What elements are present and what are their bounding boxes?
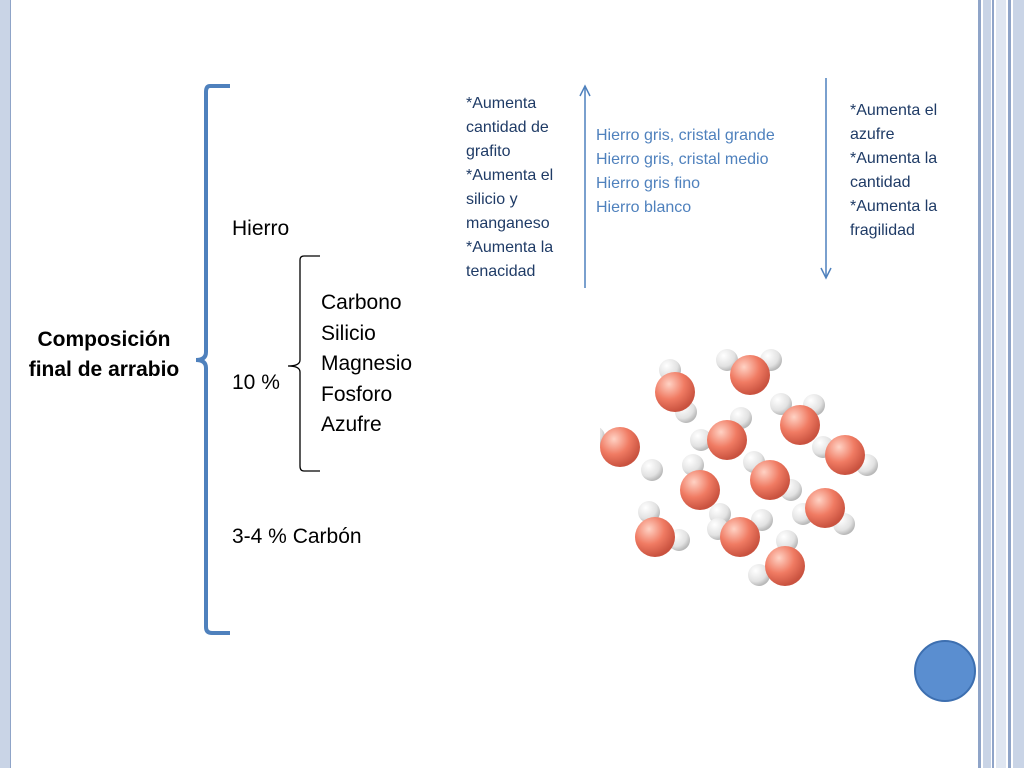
left-note-line: *Aumenta xyxy=(466,95,537,112)
left-note-line: *Aumenta el xyxy=(466,167,554,184)
hydrogen-atom xyxy=(690,429,712,451)
left-note-line: tenacidad xyxy=(466,263,536,280)
element-magnesio: Magnesio xyxy=(321,352,413,375)
oxygen-atom xyxy=(805,488,845,528)
main-label: Composición final de arrabio xyxy=(8,325,200,385)
oxygen-atom xyxy=(730,355,770,395)
oxygen-atom xyxy=(720,517,760,557)
left-note-line: cantidad de xyxy=(466,119,549,136)
right-note-line: cantidad xyxy=(850,174,911,191)
iron-type-item: Hierro gris fino xyxy=(596,175,701,192)
hydrogen-atom xyxy=(770,393,792,415)
left-frame-stripe xyxy=(0,0,11,768)
right-note-line: azufre xyxy=(850,126,895,143)
small-brace xyxy=(287,255,320,472)
element-silicio: Silicio xyxy=(321,321,376,345)
right-notes: *Aumenta el azufre *Aumenta la cantidad … xyxy=(850,99,937,243)
right-note-line: *Aumenta la xyxy=(850,150,938,167)
iron-type-item: Hierro gris, cristal medio xyxy=(596,151,769,168)
right-frame-stripes xyxy=(978,0,1024,768)
molecules-icon xyxy=(600,349,878,586)
left-note-line: grafito xyxy=(466,143,511,160)
left-note-line: silicio y xyxy=(466,191,518,208)
left-note-line: *Aumenta la xyxy=(466,239,554,256)
element-fosforo: Fosforo xyxy=(321,382,393,406)
hydrogen-atom xyxy=(748,564,770,586)
hierro-label: Hierro xyxy=(232,217,290,240)
main-brace xyxy=(195,84,230,635)
left-note-line: manganeso xyxy=(466,215,550,232)
blue-circle-icon xyxy=(914,640,976,702)
oxygen-atom xyxy=(780,405,820,445)
oxygen-atom xyxy=(707,420,747,460)
ten-percent-label: 10 % xyxy=(232,371,280,394)
iron-types-list: Hierro gris, cristal grande Hierro gris,… xyxy=(596,124,775,220)
element-azufre: Azufre xyxy=(321,413,382,436)
iron-type-item: Hierro blanco xyxy=(596,199,692,216)
right-note-line: *Aumenta la xyxy=(850,198,938,215)
right-note-line: fragilidad xyxy=(850,222,915,239)
right-note-line: *Aumenta el xyxy=(850,102,938,119)
oxygen-atom xyxy=(825,435,865,475)
oxygen-atom xyxy=(635,517,675,557)
left-notes: *Aumenta cantidad de grafito *Aumenta el… xyxy=(466,92,553,284)
oxygen-atom xyxy=(750,460,790,500)
iron-type-item: Hierro gris, cristal grande xyxy=(596,127,775,144)
main-label-line-2: final de arrabio xyxy=(28,358,180,381)
carbon-label: 3-4 % Carbón xyxy=(232,525,362,548)
oxygen-atom xyxy=(655,372,695,412)
oxygen-atom xyxy=(680,470,720,510)
elements-list: Carbono Silicio Magnesio Fosforo Azufre xyxy=(321,288,412,441)
hydrogen-atom xyxy=(641,459,663,481)
oxygen-atom xyxy=(600,427,640,467)
oxygen-atom xyxy=(765,546,805,586)
element-carbono: Carbono xyxy=(321,291,402,314)
main-label-line-1: Composición xyxy=(37,328,171,351)
hydrogen-atom xyxy=(751,509,773,531)
